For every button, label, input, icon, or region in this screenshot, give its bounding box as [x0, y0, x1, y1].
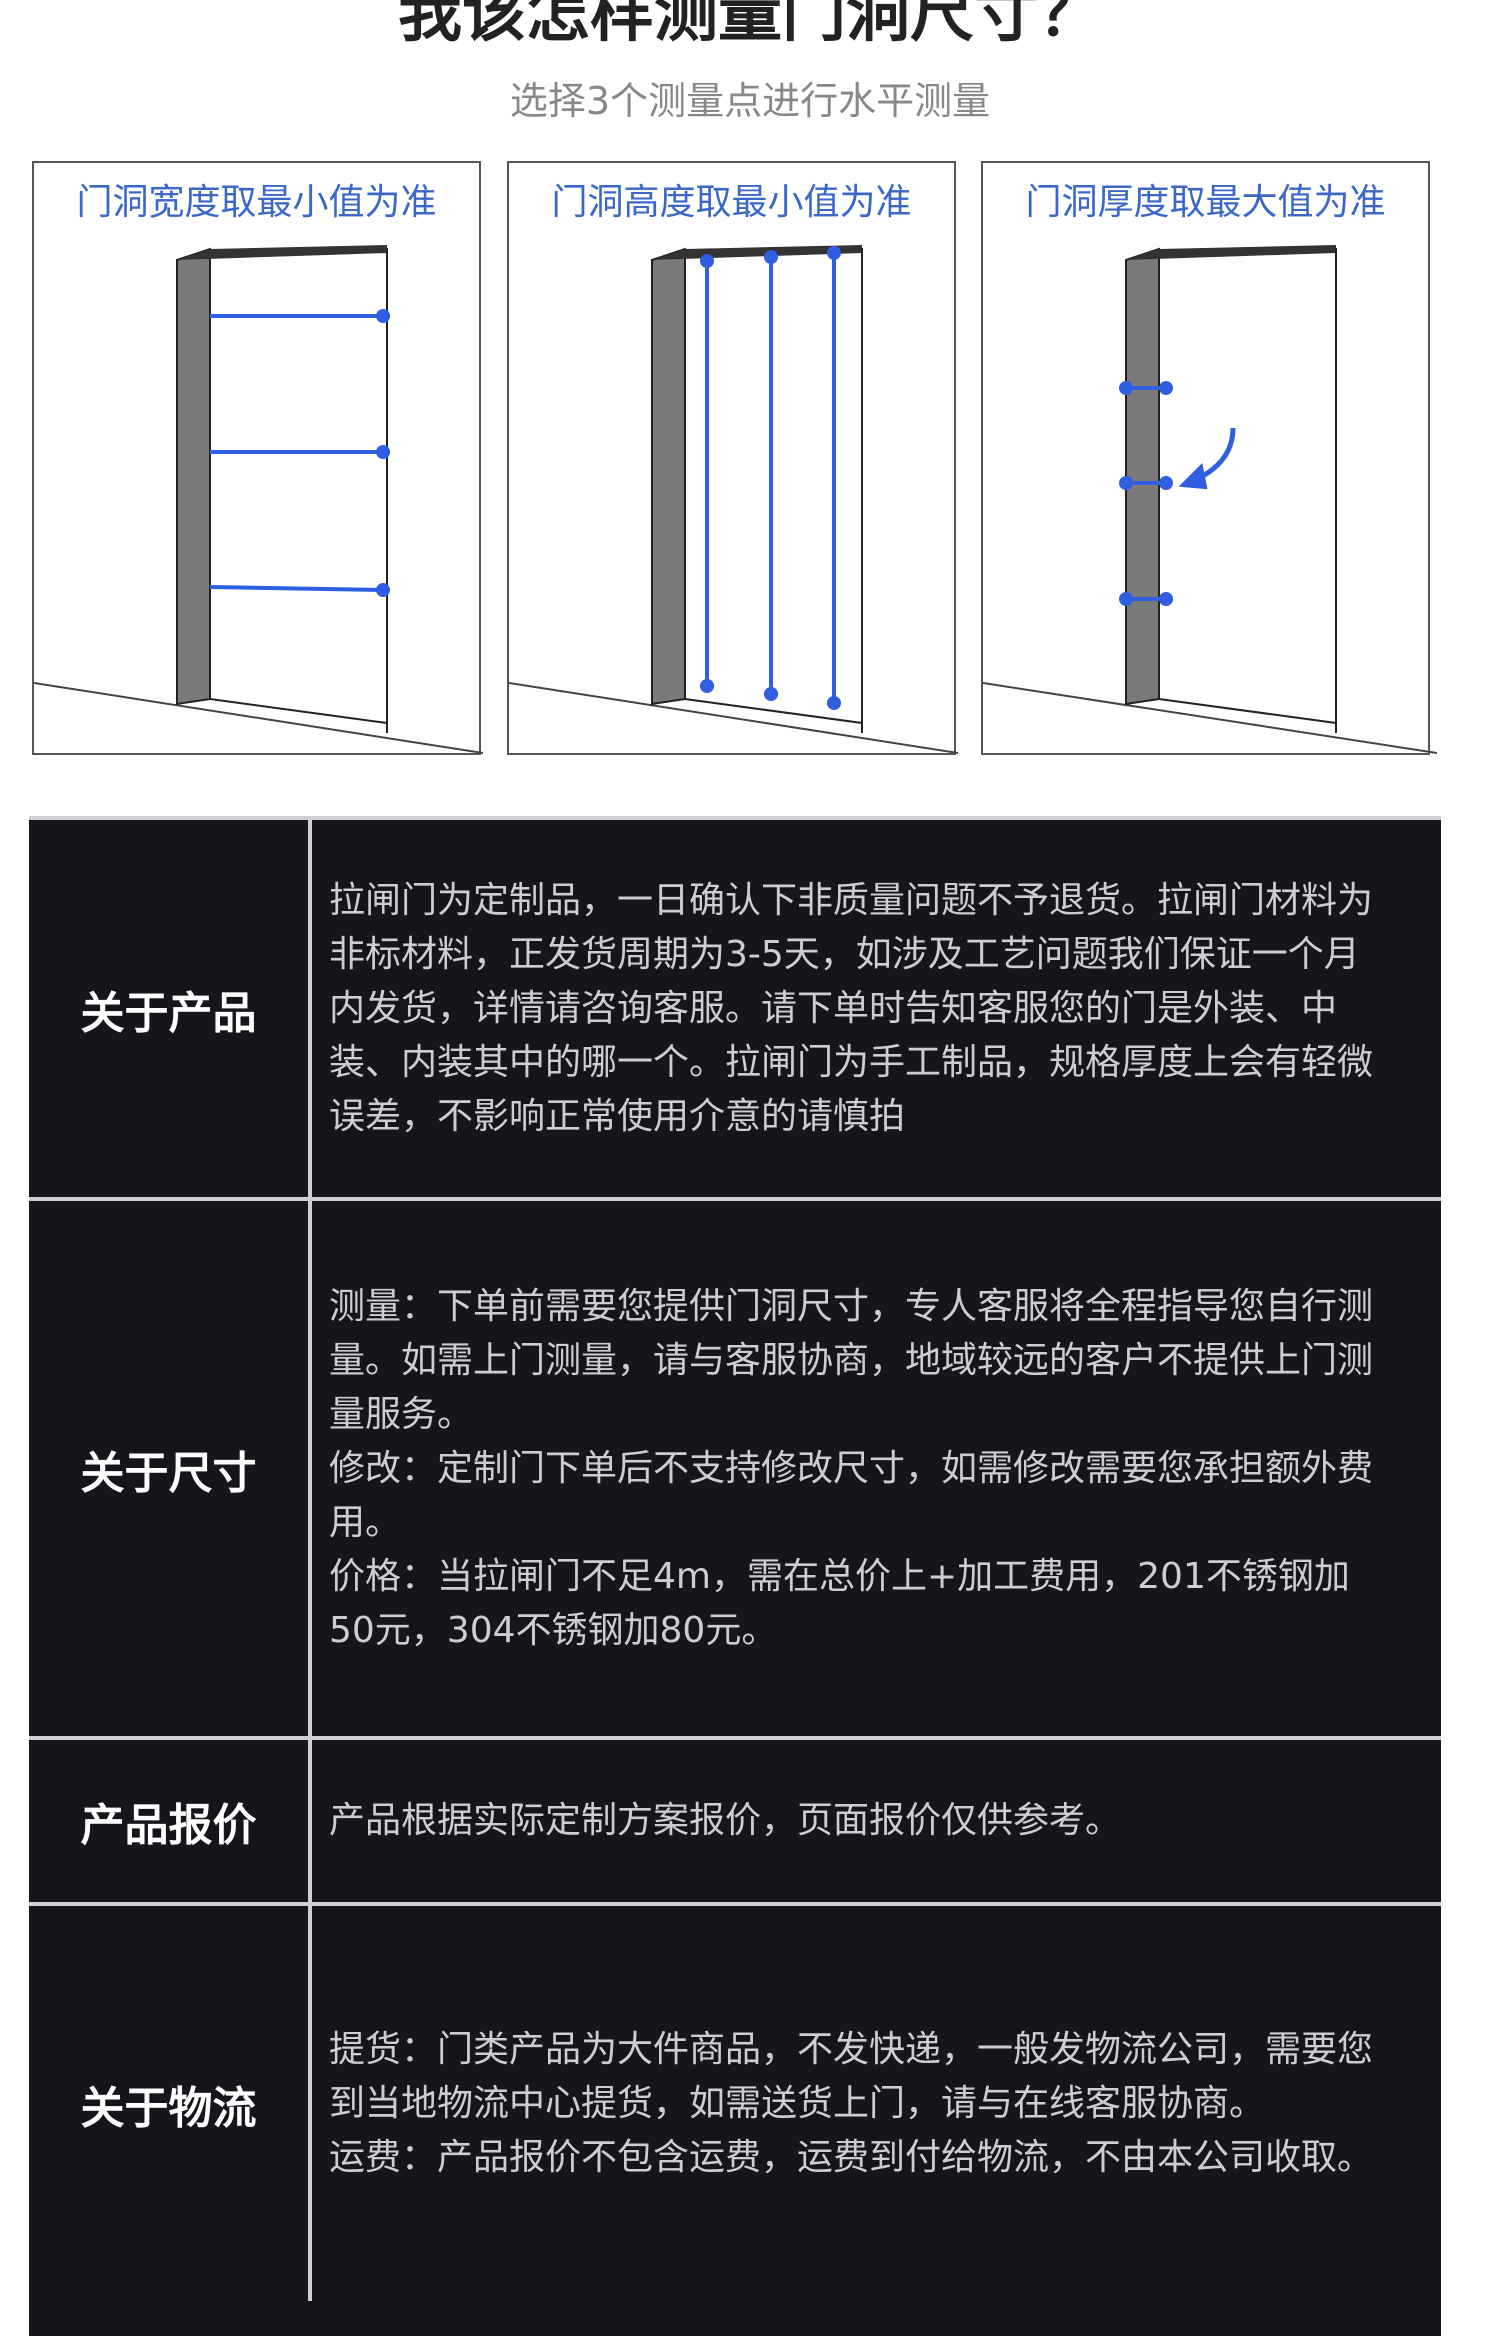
- door-height-illustration: [509, 245, 958, 754]
- row-content: 拉闸门为定制品，一日确认下非质量问题不予退货。拉闸门材料为非标材料，正发货周期为…: [329, 820, 1391, 1197]
- door-thickness-illustration: [983, 245, 1437, 754]
- row-content: 提货：门类产品为大件商品，不发快递，一般发物流公司，需要您到当地物流中心提货，如…: [329, 1906, 1391, 2301]
- row-label: 产品报价: [29, 1740, 312, 1902]
- panel-title: 门洞高度取最小值为准: [551, 182, 912, 223]
- row-paragraph: 产品根据实际定制方案报价，页面报价仅供参考。: [329, 1800, 1122, 1841]
- table-row-size: 关于尺寸 测量：下单前需要您提供门洞尺寸，专人客服将全程指导您自行测量。如需上门…: [29, 1197, 1441, 1736]
- table-row-price: 产品报价 产品根据实际定制方案报价，页面报价仅供参考。: [29, 1736, 1441, 1902]
- table-row-product: 关于产品 拉闸门为定制品，一日确认下非质量问题不予退货。拉闸门材料为非标材料，正…: [29, 816, 1441, 1197]
- panel-title: 门洞宽度取最小值为准: [76, 182, 437, 223]
- row-paragraph: 拉闸门为定制品，一日确认下非质量问题不予退货。拉闸门材料为非标材料，正发货周期为…: [329, 879, 1374, 1137]
- panel-height: 门洞高度取最小值为准: [507, 161, 958, 755]
- row-content: 测量：下单前需要您提供门洞尺寸，专人客服将全程指导您自行测量。如需上门测量，请与…: [329, 1201, 1391, 1736]
- row-label: 关于产品: [29, 820, 312, 1197]
- panel-title: 门洞厚度取最大值为准: [1025, 182, 1386, 223]
- door-width-illustration: [34, 245, 483, 754]
- row-content: 产品根据实际定制方案报价，页面报价仅供参考。: [329, 1740, 1391, 1902]
- page-title: 我该怎样测量门洞尺寸？: [398, 0, 1102, 51]
- row-paragraph: 测量：下单前需要您提供门洞尺寸，专人客服将全程指导您自行测量。如需上门测量，请与…: [329, 1285, 1374, 1435]
- panel-width: 门洞宽度取最小值为准: [32, 161, 483, 755]
- row-paragraph: 运费：产品报价不包含运费，运费到付给物流，不由本公司收取。: [329, 2136, 1374, 2178]
- row-paragraph: 提货：门类产品为大件商品，不发快递，一般发物流公司，需要您到当地物流中心提货，如…: [329, 2028, 1374, 2124]
- info-table: 关于产品 拉闸门为定制品，一日确认下非质量问题不予退货。拉闸门材料为非标材料，正…: [29, 816, 1441, 2336]
- row-paragraph: 价格：当拉闸门不足4m，需在总价上+加工费用，201不锈钢加50元，304不锈钢…: [329, 1555, 1350, 1651]
- page-subtitle: 选择3个测量点进行水平测量: [509, 79, 991, 123]
- row-label: 关于尺寸: [29, 1201, 312, 1736]
- table-row-logistics: 关于物流 提货：门类产品为大件商品，不发快递，一般发物流公司，需要您到当地物流中…: [29, 1902, 1441, 2336]
- row-label: 关于物流: [29, 1906, 312, 2301]
- row-paragraph: 修改：定制门下单后不支持修改尺寸，如需修改需要您承担额外费用。: [329, 1447, 1374, 1543]
- panel-thickness: 门洞厚度取最大值为准: [981, 161, 1437, 755]
